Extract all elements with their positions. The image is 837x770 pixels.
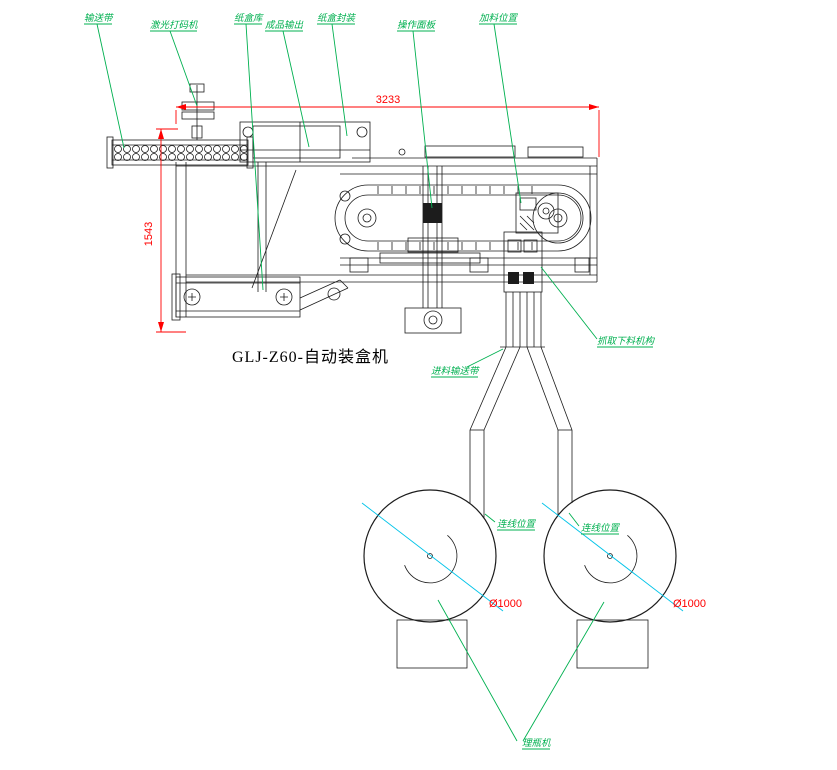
dim-diameter-right-text: Ø1000 [673,598,706,610]
dim-diameter-left-text: Ø1000 [489,598,522,610]
label-conveyor-belt: 输送带 [84,12,114,24]
dimension-overall-length: 3233 [175,94,600,157]
racetrack-conveyor [334,184,592,252]
label-bottle-unscrambler: 理瓶机 [522,738,551,749]
turntable-left [363,489,497,669]
label-carton-sealing: 纸盒封装 [317,12,357,24]
chain-conveyor [106,136,254,169]
turntable-centerlines [361,502,684,612]
laser-coder-unit [181,83,215,140]
dimension-overall-width: 1543 [143,128,186,333]
infeed-belts [469,292,573,518]
annotation-leaders [84,23,653,750]
label-product-output: 成品输出 [265,19,304,31]
label-laser-coder: 激光打码机 [150,20,198,31]
outfeed-conveyor [171,273,349,321]
dim-overall-length-text: 3233 [376,94,400,106]
label-grab-unload-mechanism: 抓取下料机构 [597,336,656,347]
dim-overall-width-text: 1543 [143,222,155,246]
dimension-diameter-right: Ø1000 [673,598,706,610]
filling-station [515,192,559,234]
turntable-right [543,489,677,669]
label-operation-panel: 操作面板 [397,20,437,31]
drawing-title: GLJ-Z60-自动装盒机 [232,348,389,366]
main-frame [175,145,598,317]
grab-unload-mechanism [503,231,543,293]
label-feeding-position: 加料位置 [479,12,519,24]
label-link-position-right: 连线位置 [581,522,621,534]
dimension-diameter-left: Ø1000 [489,598,522,610]
label-link-position-left: 连线位置 [497,518,537,530]
label-infeed-conveyor: 进料输送带 [431,365,480,377]
label-carton-magazine: 纸盒库 [234,12,264,24]
feeder-column [379,166,481,334]
